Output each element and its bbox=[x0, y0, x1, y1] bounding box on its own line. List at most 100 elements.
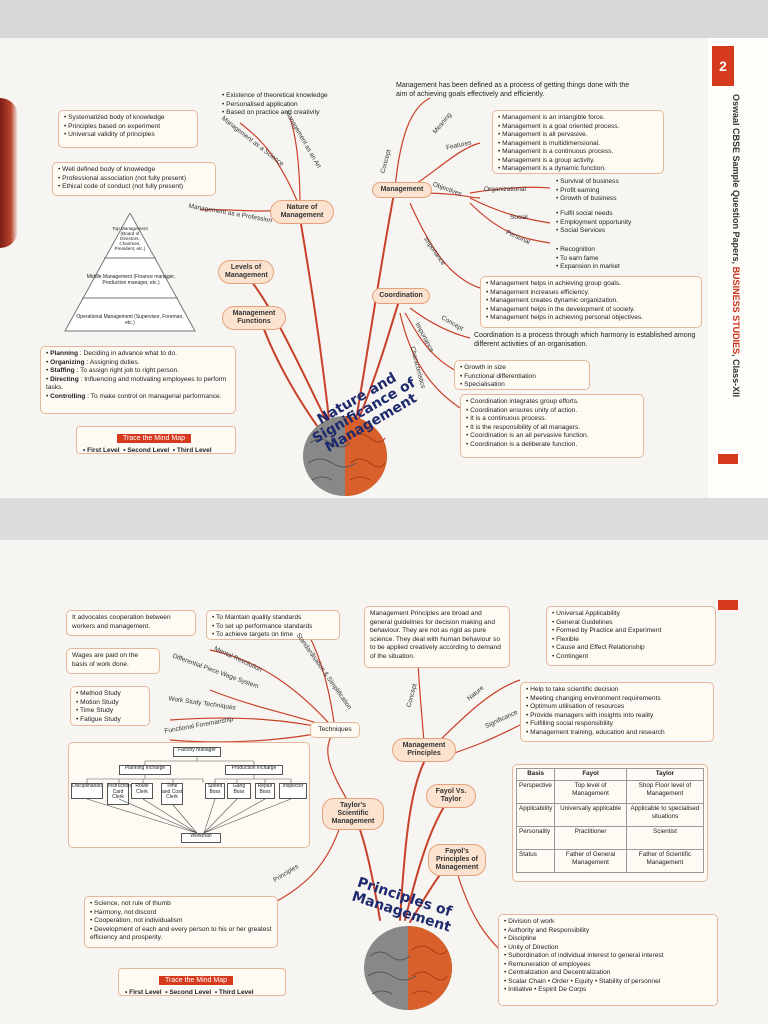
fayol-principle-item: Remuneration of employees bbox=[504, 961, 712, 970]
feature-item: Management is all pervasive. bbox=[498, 131, 658, 140]
personal-objective-item: Recognition bbox=[556, 246, 656, 255]
red-marker-bottom bbox=[718, 600, 738, 610]
work-study-item: Motion Study bbox=[76, 699, 144, 708]
node-fayol-principles[interactable]: Fayol's Principles of Management bbox=[428, 844, 486, 876]
science-item: Systematized body of knowledge bbox=[64, 114, 192, 123]
coord-importance-item: Growth in size bbox=[460, 364, 584, 373]
feature-item: Management is a dynamic function. bbox=[498, 165, 658, 174]
feature-item: Management is a continuous process. bbox=[498, 148, 658, 157]
trace-title: Trace the Mind Map bbox=[117, 434, 191, 443]
function-term: Planning bbox=[50, 350, 78, 357]
comparison-header: Taylor bbox=[625, 768, 705, 781]
feature-item: Management is an intangible force. bbox=[498, 114, 658, 123]
nature-item: Universal Applicability bbox=[552, 610, 710, 619]
org-planning-incharge: Planning Incharge bbox=[119, 765, 171, 775]
org-planning-sub: Route Clerk bbox=[131, 783, 153, 799]
comparison-cell: Applicability bbox=[515, 802, 556, 827]
org-production-sub: Gang Boss bbox=[227, 783, 251, 799]
diff-wage-box: Wages are paid on the basis of work done… bbox=[66, 648, 160, 674]
importance-item: Management helps in achieving group goal… bbox=[486, 280, 696, 289]
fayol-principle-item: Scalar Chain • Order • Equity • Stabilit… bbox=[504, 978, 712, 987]
management-levels-pyramid bbox=[64, 213, 196, 332]
top-trace-mind-map: Trace the Mind Map • First Level • Secon… bbox=[76, 426, 236, 454]
org-planning-sub: Time and Cost Clerk bbox=[161, 783, 183, 805]
taylor-principle-item: Cooperation, not individualism bbox=[90, 917, 272, 926]
nature-item: Cause and Effect Relationship bbox=[552, 644, 710, 653]
node-management-principles[interactable]: Management Principles bbox=[392, 738, 456, 762]
node-fayol-vs-taylor[interactable]: Fayol Vs. Taylor bbox=[426, 784, 476, 808]
trace-second-level-bottom: Second Level bbox=[169, 989, 212, 996]
importance-item: Management helps in achieving personal o… bbox=[486, 314, 696, 323]
standard-item: To Maintain quality standards bbox=[212, 614, 334, 623]
node-levels-of-management[interactable]: Levels of Management bbox=[218, 260, 274, 284]
branch-nature bbox=[299, 217, 331, 429]
coord-importance-item: Specialisation bbox=[460, 381, 584, 390]
comparison-cell: Top level of Management bbox=[554, 779, 627, 804]
profession-item: Professional association (not fully pres… bbox=[58, 175, 210, 184]
brain-illustration-bottom bbox=[364, 926, 452, 1010]
org-production-sub: Speed Boss bbox=[205, 783, 225, 799]
org-factory-manager: Factory manager bbox=[173, 747, 221, 757]
top-page: Systematized body of knowledgePrinciples… bbox=[0, 38, 768, 498]
node-nature-of-management[interactable]: Nature of Management bbox=[270, 200, 334, 224]
fayol-principles-box: Division of workAuthority and Responsibi… bbox=[498, 914, 718, 1006]
coord-characteristic-item: Coordination integrates group efforts. bbox=[466, 398, 638, 407]
coord-characteristic-item: It is a continuous process. bbox=[466, 415, 638, 424]
personal-box: RecognitionTo earn fameExpansion in mark… bbox=[556, 246, 656, 272]
red-marker bbox=[718, 454, 738, 464]
node-taylor-scientific-management[interactable]: Taylor's Scientific Management bbox=[322, 798, 384, 830]
importance-item: Management increases efficiency. bbox=[486, 289, 696, 298]
art-item: Based on practice and creativity bbox=[222, 109, 362, 118]
page-gap bbox=[0, 498, 768, 540]
taylor-principle-item: Harmony, not discord bbox=[90, 909, 272, 918]
page-number: 2 bbox=[712, 46, 734, 86]
work-study-box: Method StudyMotion StudyTime StudyFatigu… bbox=[70, 686, 150, 726]
coord-importance-item: Functional differentiation bbox=[460, 373, 584, 382]
standardisation-box: To Maintain quality standardsTo set up p… bbox=[206, 610, 340, 640]
coord-concept-text: Coordination is a process through which … bbox=[474, 332, 696, 348]
coord-characteristic-item: Coordination is a deliberate function. bbox=[466, 441, 638, 450]
comparison-cell: Shop Floor level of Management bbox=[625, 779, 705, 804]
trace-levels: • First Level • Second Level • Third Lev… bbox=[83, 447, 212, 454]
node-management[interactable]: Management bbox=[372, 182, 432, 198]
feature-item: Management is a goal oriented process. bbox=[498, 123, 658, 132]
coord-importance-box: Growth in sizeFunctional differentiation… bbox=[454, 360, 590, 390]
comparison-cell: Perspective bbox=[515, 779, 556, 804]
org-planning-sub: Instruction Card Clerk bbox=[107, 783, 131, 805]
trace-third-level-bottom: Third Level bbox=[218, 989, 254, 996]
function-desc: : Influencing and motivating employees t… bbox=[46, 375, 227, 392]
node-management-functions[interactable]: Management Functions bbox=[222, 306, 286, 330]
function-term: Staffing bbox=[50, 367, 75, 374]
comparison-cell: Father of General Management bbox=[554, 848, 627, 873]
feature-item: Management is multidimensional. bbox=[498, 140, 658, 149]
comparison-cell: Applicable to specialised situations bbox=[625, 802, 705, 827]
coord-characteristic-item: It is the responsibility of all managers… bbox=[466, 424, 638, 433]
trace-first-level-bottom: First Level bbox=[129, 989, 162, 996]
comparison-cell: Practitioner bbox=[554, 825, 627, 850]
node-coordination[interactable]: Coordination bbox=[372, 288, 430, 304]
organizational-objective-item: Survival of business bbox=[556, 178, 656, 187]
importance-item: Management helps in the development of s… bbox=[486, 306, 696, 315]
pyramid-middle-level: Middle Management (Finance manager, Prod… bbox=[86, 274, 176, 286]
taylor-principle-item: Development of each and every person to … bbox=[90, 926, 272, 943]
function-item: Planning : Deciding in advance what to d… bbox=[46, 350, 230, 359]
comparison-cell: Father of Scientific Management bbox=[625, 848, 705, 873]
node-techniques[interactable]: Techniques bbox=[310, 722, 360, 738]
functions-box: Planning : Deciding in advance what to d… bbox=[40, 346, 236, 414]
work-study-item: Fatigue Study bbox=[76, 716, 144, 725]
significance-box: Help to take scientific decisionMeeting … bbox=[520, 682, 714, 742]
social-objective-item: Social Services bbox=[556, 227, 676, 236]
science-box: Systematized body of knowledgePrinciples… bbox=[58, 110, 198, 148]
social-box: Fulfil social needsEmployment opportunit… bbox=[556, 210, 676, 236]
trace-third-level: Third Level bbox=[176, 447, 212, 454]
comparison-cell: Universally applicable bbox=[554, 802, 627, 827]
taylor-principle-item: Science, not rule of thumb bbox=[90, 900, 272, 909]
fayol-principle-item: Subordination of individual interest to … bbox=[504, 952, 712, 961]
personal-objective-item: To earn fame bbox=[556, 255, 656, 264]
label-organizational: Organizational bbox=[484, 186, 526, 193]
organizational-objective-item: Profit earning bbox=[556, 187, 656, 196]
nature-item: Formed by Practice and Experiment bbox=[552, 627, 710, 636]
comparison-cell: Status bbox=[515, 848, 556, 873]
trace-levels-bottom: • First Level • Second Level • Third Lev… bbox=[125, 989, 254, 996]
